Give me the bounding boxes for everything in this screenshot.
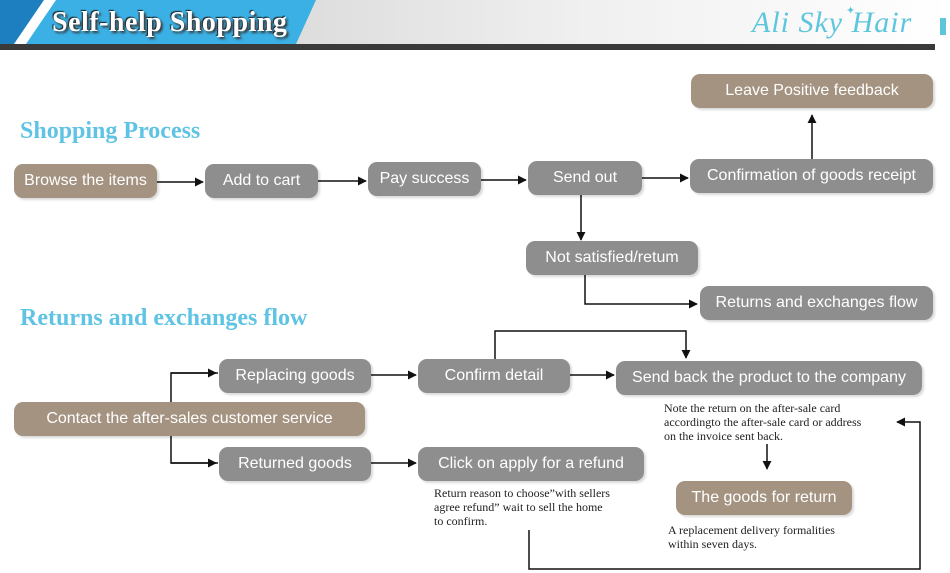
confirm-receipt-box: Confirmation of goods receipt (690, 159, 933, 193)
star-icon: ✦ (846, 5, 856, 17)
apply-refund-box: Click on apply for a refund (418, 447, 644, 481)
contact-service-box: Contact the after-sales customer service (14, 402, 365, 436)
send-back-box: Send back the product to the company (616, 361, 922, 395)
confirm-detail-box: Confirm detail (418, 359, 570, 393)
not-satisfied-box: Not satisfied/retum (526, 241, 698, 275)
browse-items-box: Browse the items (14, 164, 157, 198)
replacement-delivery-note: A replacement delivery formalities withi… (668, 523, 835, 551)
returns-flow-box: Returns and exchanges flow (700, 286, 933, 320)
shopping-process-heading: Shopping Process (20, 118, 201, 144)
add-to-cart-box: Add to cart (205, 164, 318, 198)
send-out-box: Send out (528, 161, 642, 195)
brand-logo: Ali Sky Hair (752, 6, 913, 39)
goods-return-box: The goods for return (676, 481, 852, 515)
page-title: Self-help Shopping (52, 7, 288, 38)
pay-success-box: Pay success (368, 162, 481, 196)
leave-feedback-box: Leave Positive feedback (691, 74, 933, 108)
returned-goods-box: Returned goods (219, 447, 371, 481)
header-banner (0, 0, 950, 50)
returns-flow-heading: Returns and exchanges flow (20, 305, 308, 331)
after-sale-card-note: Note the return on the after-sale card a… (664, 401, 862, 443)
refund-reason-note: Return reason to choose”with sellers agr… (434, 486, 610, 528)
replacing-goods-box: Replacing goods (219, 359, 371, 393)
